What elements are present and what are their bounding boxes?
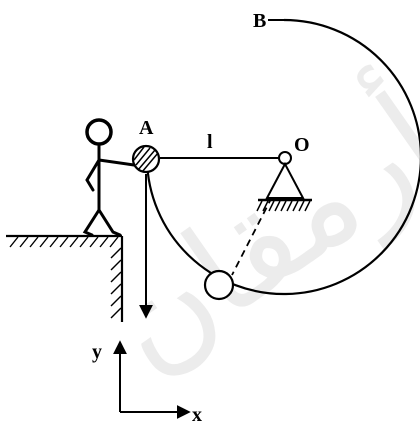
label-axis-x: x (192, 404, 202, 426)
label-b: B (253, 10, 266, 32)
label-length: l (207, 131, 213, 153)
svg-text:أرمقان: أرمقان (74, 58, 420, 403)
label-axis-y: y (92, 341, 102, 363)
pivot-support (256, 151, 312, 212)
stick-figure (82, 118, 136, 237)
ball-a (131, 144, 161, 174)
trajectory-arc (145, 18, 420, 296)
dashed-radius (231, 196, 273, 276)
watermark: أرمقان (74, 58, 420, 403)
label-o: O (294, 134, 310, 156)
cliff-ledge (6, 234, 124, 322)
ball-lower (203, 269, 235, 301)
coordinate-axes (113, 340, 191, 419)
label-a: A (139, 117, 154, 139)
